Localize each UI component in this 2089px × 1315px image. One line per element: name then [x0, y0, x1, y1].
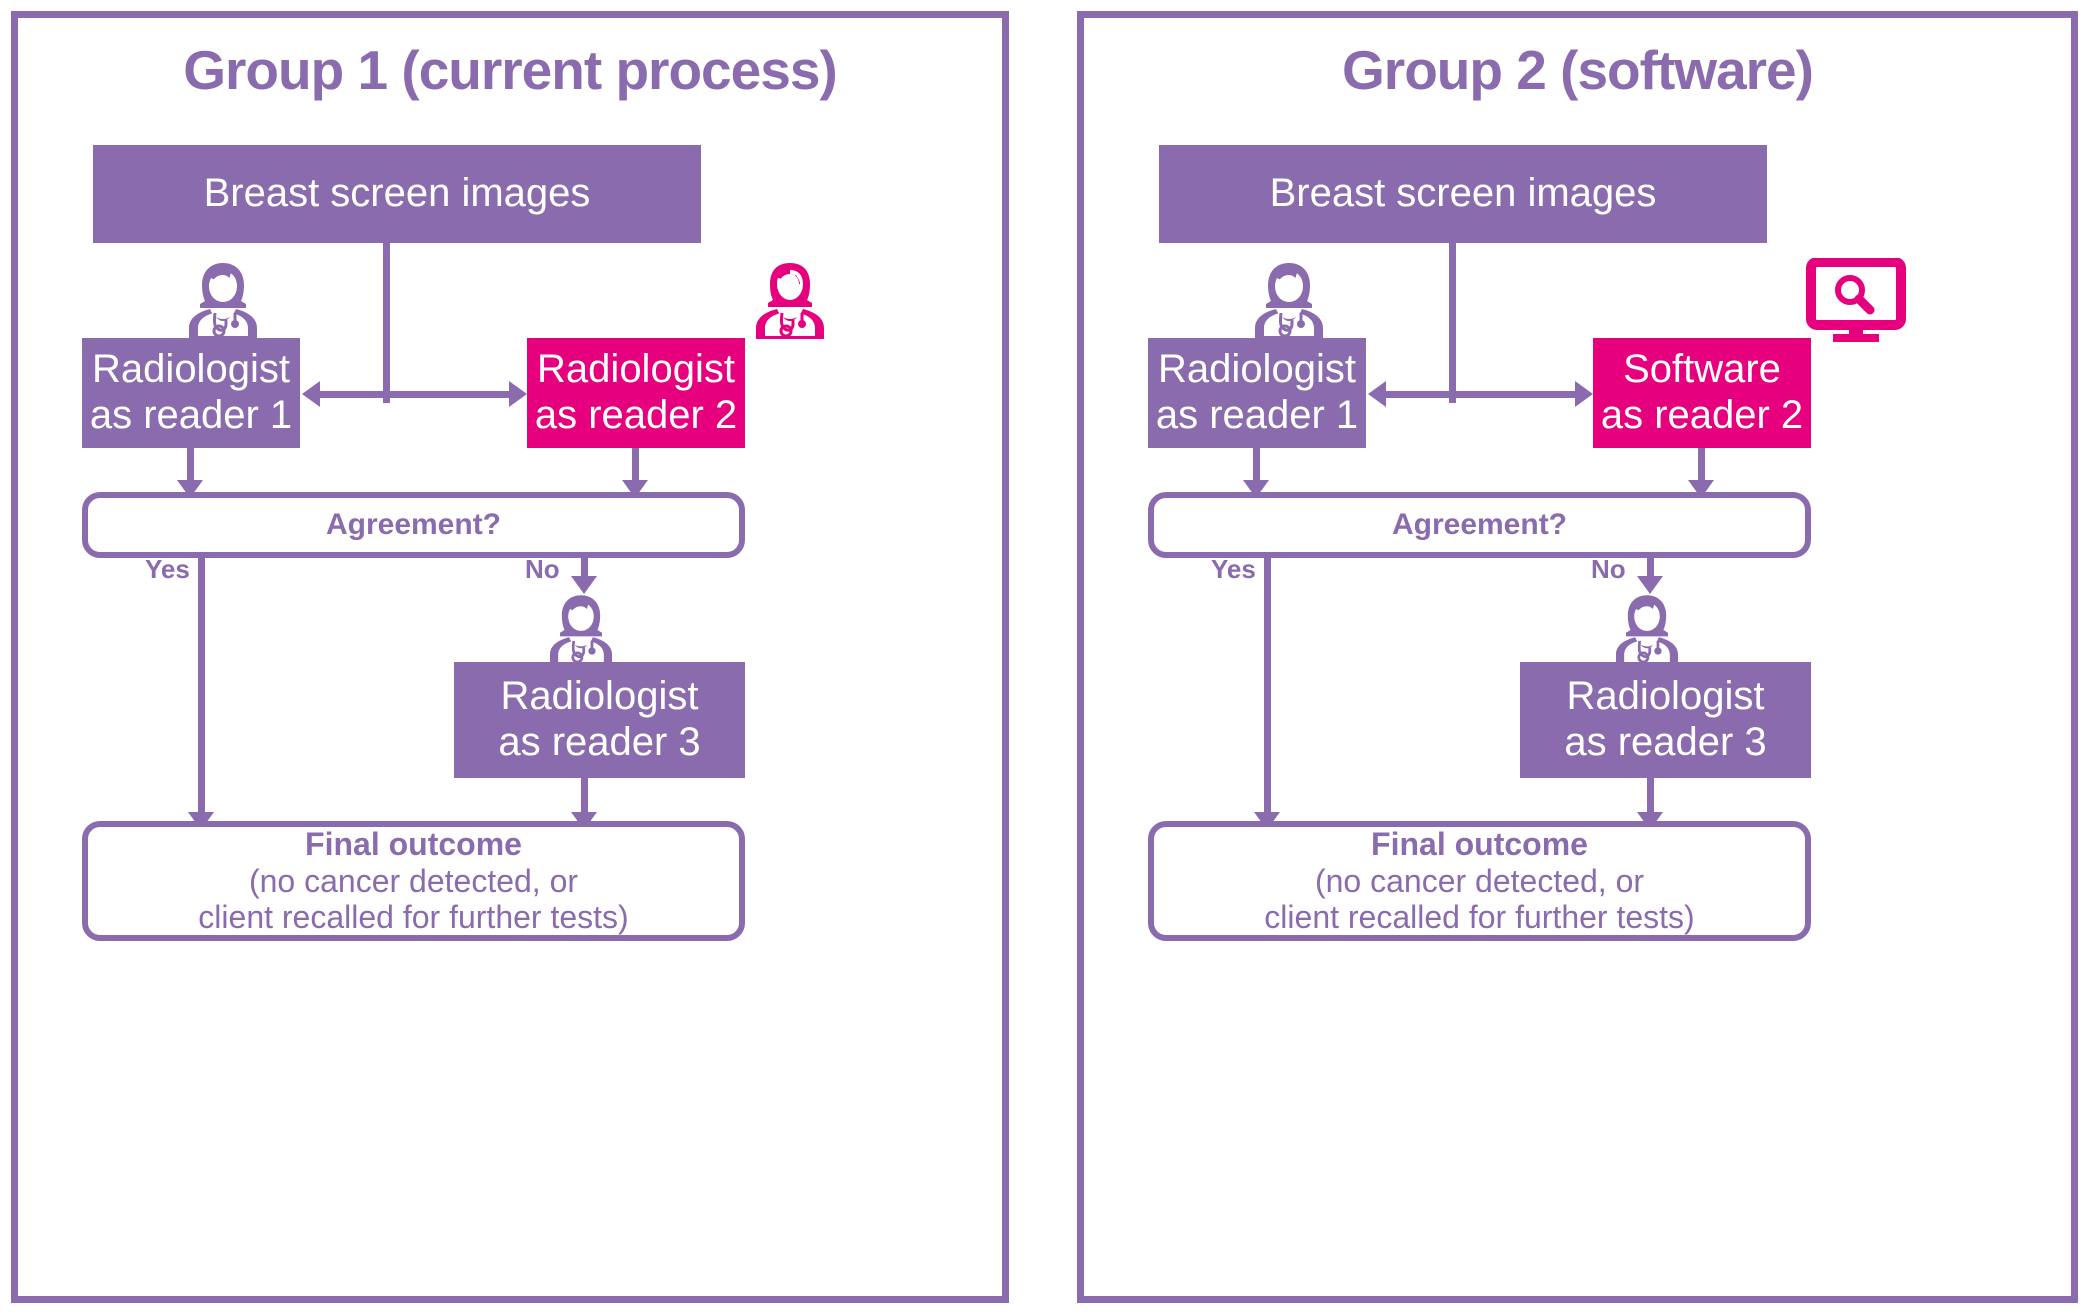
- node-label: Breast screen images: [203, 171, 591, 216]
- node-breast-screen-images-g1: Breast screen images: [93, 145, 701, 243]
- connector-split-right-g2: [1449, 391, 1575, 398]
- panel-group-1: Group 1 (current process) Breast screen …: [11, 11, 1009, 1303]
- arrowhead-to-reader1-g1: [302, 381, 320, 407]
- panel-title-group-1: Group 1 (current process): [183, 39, 837, 101]
- label-no-g1: No: [525, 554, 560, 584]
- node-reader3-g2: Radiologist as reader 3: [1520, 662, 1811, 778]
- radiologist-female-icon-g2: [1243, 261, 1335, 341]
- arrowhead-to-reader2-g1: [509, 381, 527, 407]
- connector-split-right-g1: [383, 391, 509, 398]
- radiologist-female-icon: [177, 261, 269, 341]
- connector-source-down-g1: [383, 243, 390, 403]
- connector-reader1-down-g2: [1253, 448, 1260, 483]
- arrowhead-no-to-reader3-g2: [1637, 576, 1663, 594]
- radiologist-male-icon: [744, 261, 836, 341]
- outcome-title: Final outcome: [305, 826, 522, 863]
- node-reader1-g1: Radiologist as reader 1: [82, 338, 300, 448]
- node-label: Radiologist as reader 3: [1564, 674, 1767, 764]
- label-no-g2: No: [1591, 554, 1626, 584]
- node-final-outcome-g2: Final outcome (no cancer detected, or cl…: [1148, 821, 1811, 941]
- node-final-outcome-g1: Final outcome (no cancer detected, or cl…: [82, 821, 745, 941]
- connector-no-down-g2: [1647, 558, 1654, 578]
- node-agreement-g1: Agreement?: [82, 492, 745, 558]
- node-breast-screen-images-g2: Breast screen images: [1159, 145, 1767, 243]
- connector-reader1-down-g1: [187, 448, 194, 483]
- connector-split-left-g1: [320, 391, 383, 398]
- connector-yes-down-g2: [1264, 558, 1271, 815]
- outcome-line-2: client recalled for further tests): [198, 899, 629, 936]
- monitor-search-icon: [1805, 257, 1907, 343]
- arrowhead-to-reader1-g2: [1368, 381, 1386, 407]
- node-label: Breast screen images: [1269, 171, 1657, 216]
- node-label: Agreement?: [325, 507, 502, 541]
- node-label: Final outcome (no cancer detected, or cl…: [1264, 826, 1694, 935]
- node-reader1-g2: Radiologist as reader 1: [1148, 338, 1366, 448]
- outcome-line-2: client recalled for further tests): [1264, 899, 1695, 936]
- radiologist-female-icon-reader3: [539, 593, 623, 667]
- connector-source-down-g2: [1449, 243, 1456, 403]
- node-label: Radiologist as reader 3: [498, 674, 701, 764]
- connector-no-down-g1: [581, 558, 588, 578]
- panel-group-2: Group 2 (software) Breast screen images: [1077, 11, 2078, 1303]
- node-agreement-g2: Agreement?: [1148, 492, 1811, 558]
- connector-software-down-g2: [1698, 448, 1705, 483]
- node-label: Software as reader 2: [1600, 347, 1804, 437]
- node-reader3-g1: Radiologist as reader 3: [454, 662, 745, 778]
- node-label: Agreement?: [1391, 507, 1568, 541]
- arrowhead-no-to-reader3-g1: [571, 576, 597, 594]
- connector-yes-down-g1: [198, 558, 205, 815]
- node-reader2-g1: Radiologist as reader 2: [527, 338, 745, 448]
- node-label: Radiologist as reader 1: [89, 347, 293, 437]
- radiologist-female-icon-reader3-g2: [1605, 593, 1689, 667]
- connector-reader2-down-g1: [632, 448, 639, 483]
- outcome-line-1: (no cancer detected, or: [1314, 862, 1645, 899]
- outcome-title: Final outcome: [1371, 826, 1588, 863]
- label-yes-g1: Yes: [145, 554, 190, 584]
- outcome-line-1: (no cancer detected, or: [248, 862, 579, 899]
- connector-reader3-down-g1: [581, 778, 588, 815]
- node-label: Radiologist as reader 1: [1155, 347, 1359, 437]
- node-software-reader2-g2: Software as reader 2: [1593, 338, 1811, 448]
- node-label: Radiologist as reader 2: [534, 347, 738, 437]
- panel-title-group-2: Group 2 (software): [1342, 39, 1814, 101]
- connector-split-left-g2: [1386, 391, 1449, 398]
- label-yes-g2: Yes: [1211, 554, 1256, 584]
- connector-reader3-down-g2: [1647, 778, 1654, 815]
- node-label: Final outcome (no cancer detected, or cl…: [198, 826, 628, 935]
- arrowhead-to-software-g2: [1575, 381, 1593, 407]
